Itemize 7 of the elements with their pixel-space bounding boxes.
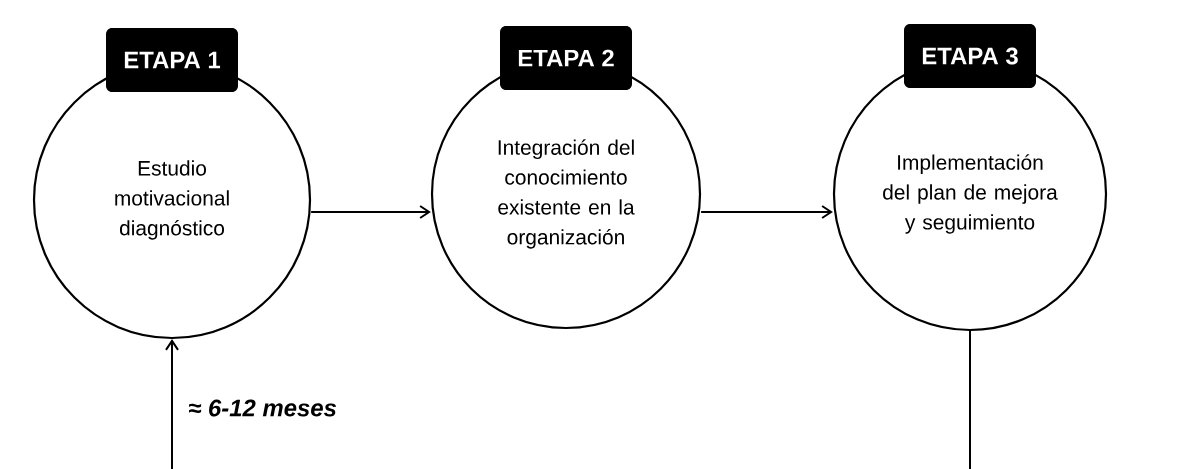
- stage-tab: ETAPA 2: [500, 26, 632, 90]
- arrow: [310, 205, 431, 219]
- arrow: [165, 339, 179, 469]
- arrow: [700, 205, 833, 219]
- stage-tab: ETAPA 1: [106, 28, 238, 92]
- stage-tab: ETAPA 3: [904, 24, 1036, 88]
- edge-label: ≈ 6-12 meses: [186, 397, 339, 419]
